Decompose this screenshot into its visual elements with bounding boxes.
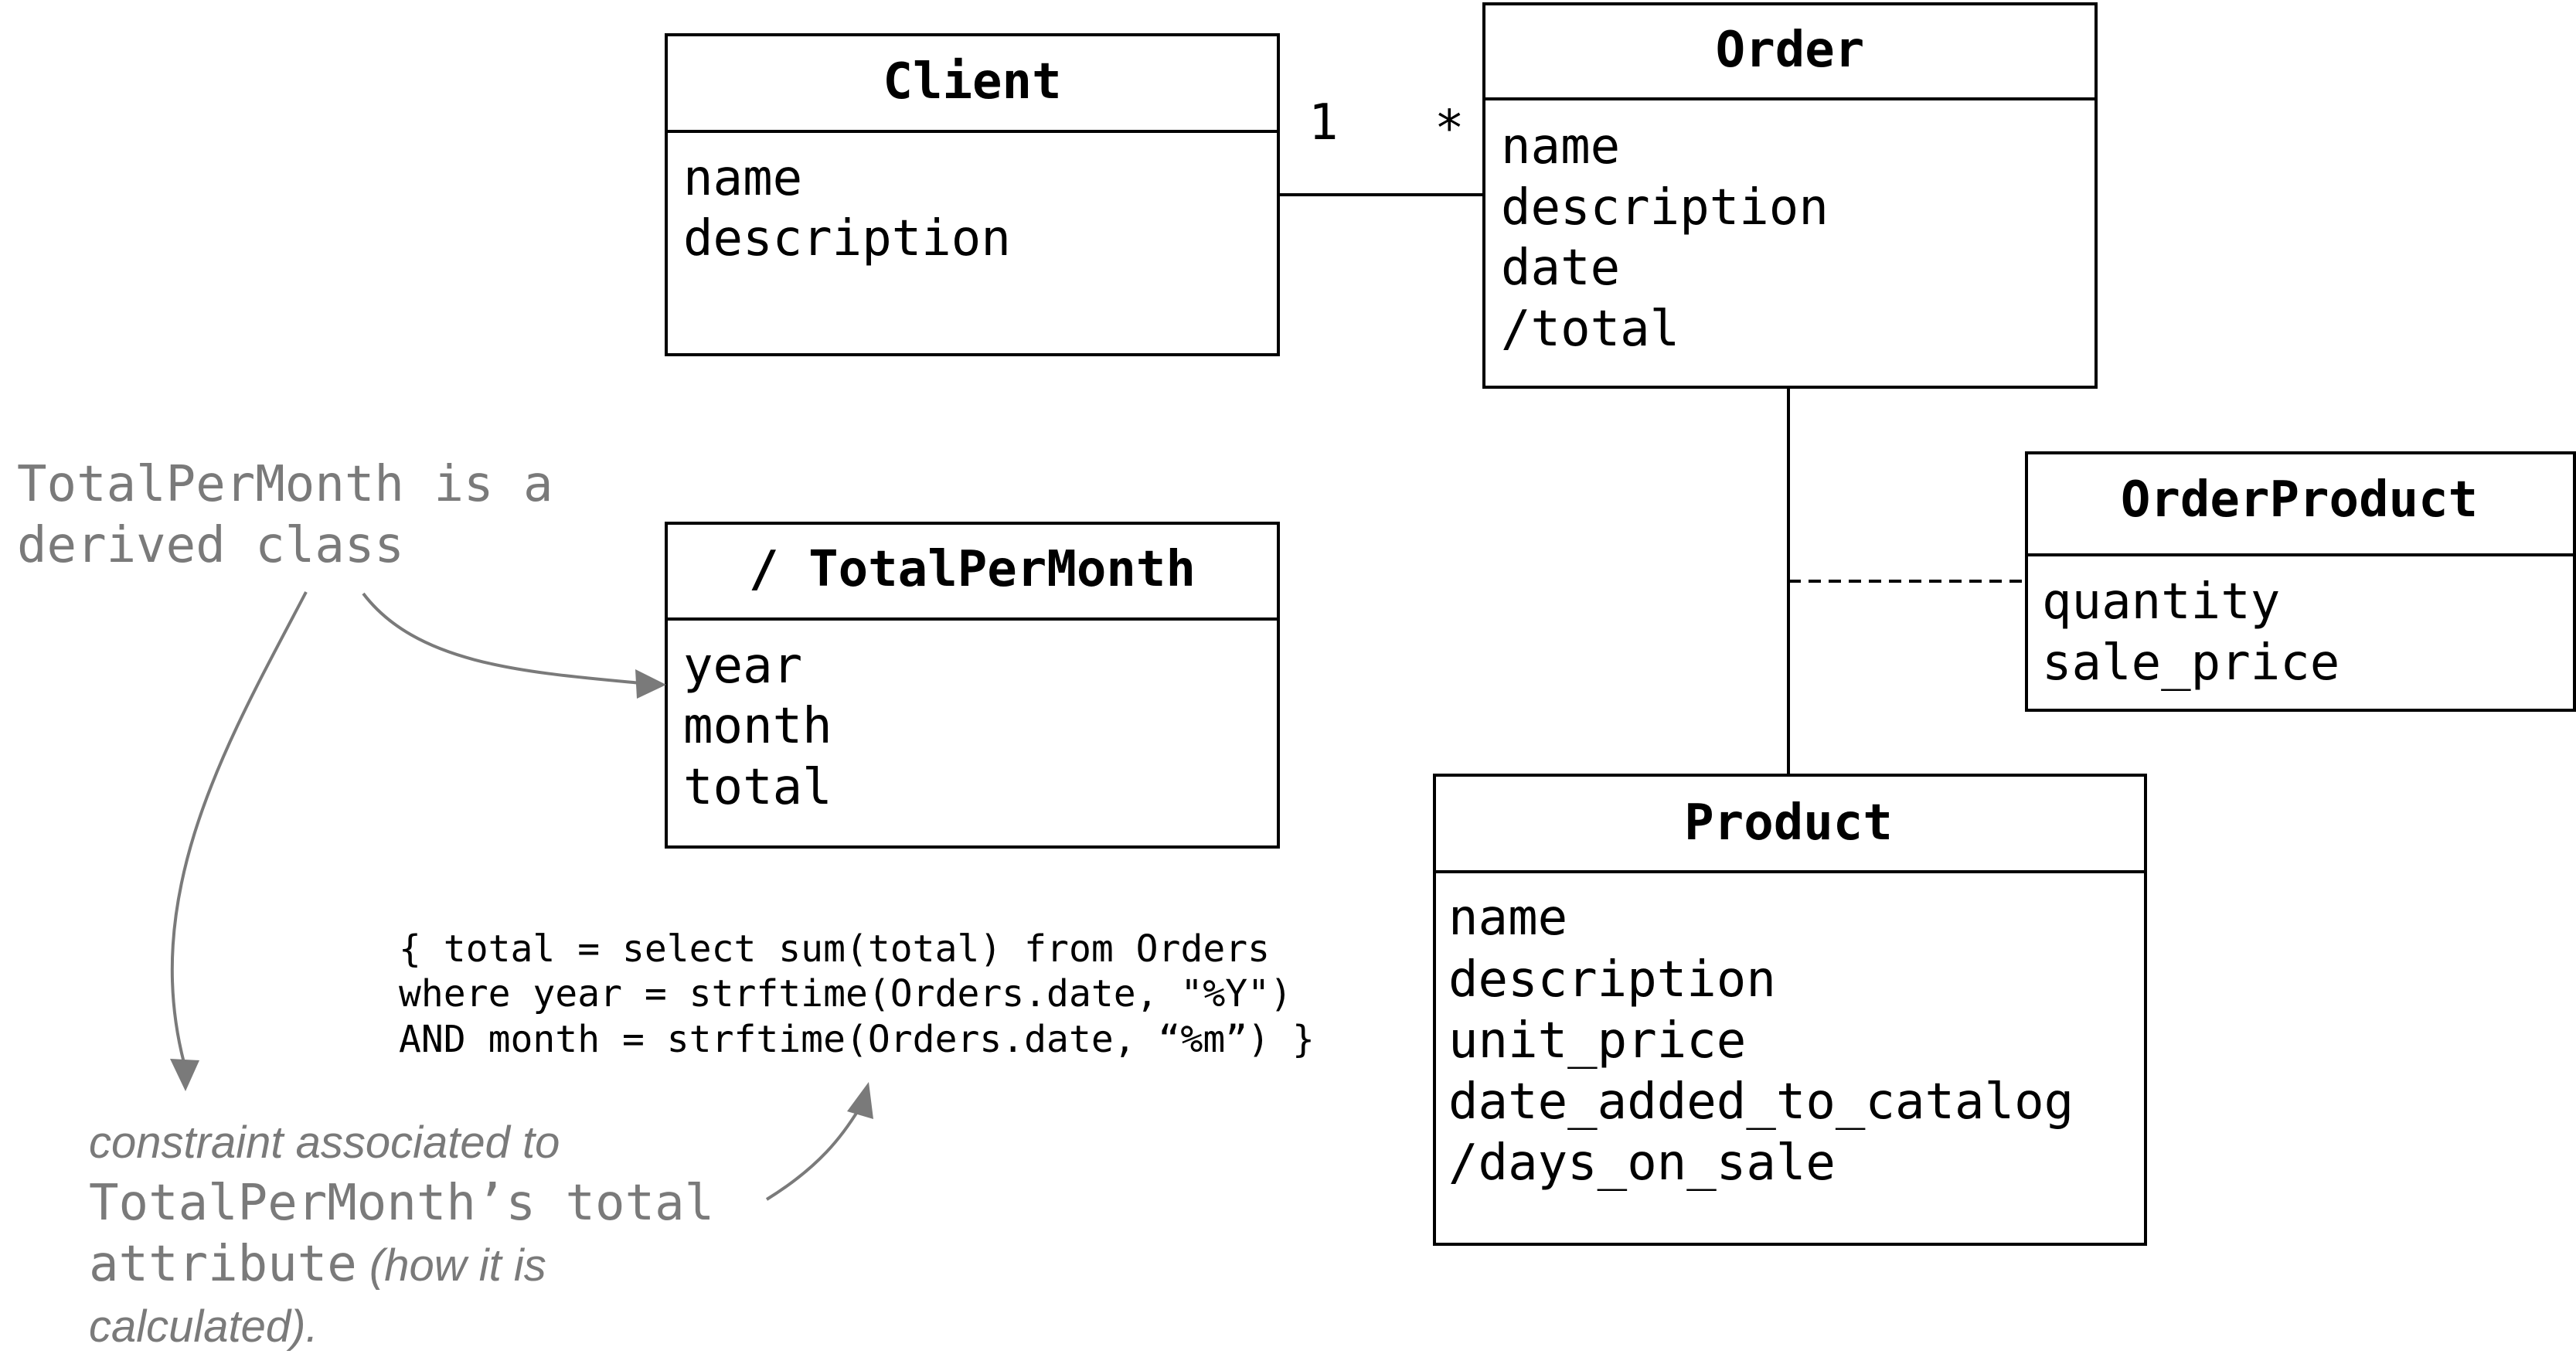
attribute: description <box>683 210 1011 267</box>
client-multiplicity: 1 <box>1308 94 1339 151</box>
attribute: total <box>683 759 832 816</box>
arrowhead-icon <box>635 669 666 699</box>
constraint-description-note: constraint associated to TotalPerMonth’s… <box>89 1118 714 1352</box>
code-line: where year = strftime(Orders.date, "%Y") <box>399 972 1292 1015</box>
note-line: constraint associated to <box>89 1118 560 1168</box>
attribute: /days_on_sale <box>1448 1135 1836 1192</box>
code-line: { total = select sum(total) from Orders <box>399 927 1270 971</box>
constraint-code: { total = select sum(total) from Orders … <box>399 927 1315 1061</box>
attribute: /total <box>1501 301 1679 358</box>
attribute: unit_price <box>1448 1012 1746 1070</box>
attribute: date_added_to_catalog <box>1448 1073 2074 1131</box>
attribute: sale_price <box>2042 634 2339 692</box>
class-product[interactable]: Product name description unit_price date… <box>1433 774 2147 1246</box>
class-client[interactable]: Client name description <box>665 33 1280 356</box>
attribute: year <box>683 638 802 695</box>
note-line: calculated). <box>89 1301 318 1352</box>
class-title: / TotalPerMonth <box>749 541 1196 598</box>
attribute: name <box>683 150 802 207</box>
arrowhead-icon <box>847 1082 873 1119</box>
attribute: date <box>1501 240 1620 297</box>
constraint-code-arrow <box>765 1107 861 1201</box>
class-title: Order <box>1716 22 1865 79</box>
class-order-product[interactable]: OrderProduct quantity sale_price <box>2025 451 2576 712</box>
order-multiplicity: * <box>1434 100 1465 158</box>
class-total-per-month[interactable]: / TotalPerMonth year month total <box>665 522 1280 849</box>
attribute: name <box>1501 118 1620 175</box>
class-title: Product <box>1684 794 1893 852</box>
attribute: description <box>1501 179 1829 236</box>
note-line: derived class <box>17 517 404 574</box>
note-line: TotalPerMonth’s total <box>89 1175 714 1232</box>
derived-class-note: TotalPerMonth is a derived class <box>17 456 553 574</box>
constraint-note-arrow <box>170 591 308 1063</box>
note-line: attribute (how it is <box>89 1236 546 1293</box>
attribute: quantity <box>2042 573 2280 631</box>
attribute: description <box>1448 951 1776 1009</box>
derived-note-arrow <box>362 592 642 685</box>
class-order[interactable]: Order name description date /total <box>1482 2 2098 389</box>
arrowhead-icon <box>170 1059 199 1091</box>
class-title: Client <box>883 53 1061 111</box>
attribute: month <box>683 698 832 755</box>
class-title: OrderProduct <box>2121 471 2478 529</box>
note-line: TotalPerMonth is a <box>17 456 553 513</box>
attribute: name <box>1448 890 1567 947</box>
code-line: AND month = strftime(Orders.date, “%m”) … <box>399 1018 1315 1061</box>
